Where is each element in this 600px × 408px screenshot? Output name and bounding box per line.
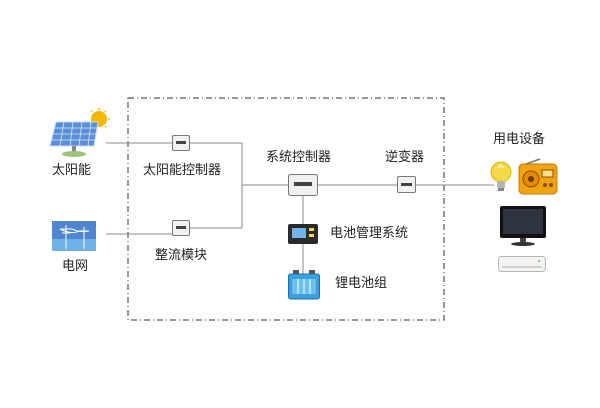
system-controller-label: 系统控制器 bbox=[266, 150, 332, 165]
rectifier-icon bbox=[172, 220, 190, 236]
solar-label: 太阳能 bbox=[52, 163, 92, 178]
solar-panel-image bbox=[46, 108, 110, 158]
inverter-label: 逆变器 bbox=[385, 150, 425, 165]
bms-label: 电池管理系统 bbox=[330, 226, 409, 241]
monitor-icon bbox=[500, 206, 546, 246]
system-controller-icon bbox=[288, 174, 318, 196]
battery-pack-label: 锂电池组 bbox=[335, 276, 388, 291]
bms-icon bbox=[288, 224, 318, 244]
rectifier-label: 整流模块 bbox=[155, 248, 208, 263]
inverter-icon bbox=[397, 176, 416, 193]
radio-icon bbox=[518, 158, 558, 196]
battery-pack-icon bbox=[288, 270, 320, 300]
system-boundary bbox=[127, 97, 445, 321]
power-grid-image bbox=[52, 221, 96, 251]
loads-title: 用电设备 bbox=[493, 132, 546, 147]
air-conditioner-icon bbox=[498, 256, 546, 272]
lightbulb-icon bbox=[488, 160, 514, 192]
grid-label: 电网 bbox=[62, 259, 89, 274]
solar-controller-label: 太阳能控制器 bbox=[143, 163, 222, 178]
solar-controller-icon bbox=[172, 135, 190, 151]
